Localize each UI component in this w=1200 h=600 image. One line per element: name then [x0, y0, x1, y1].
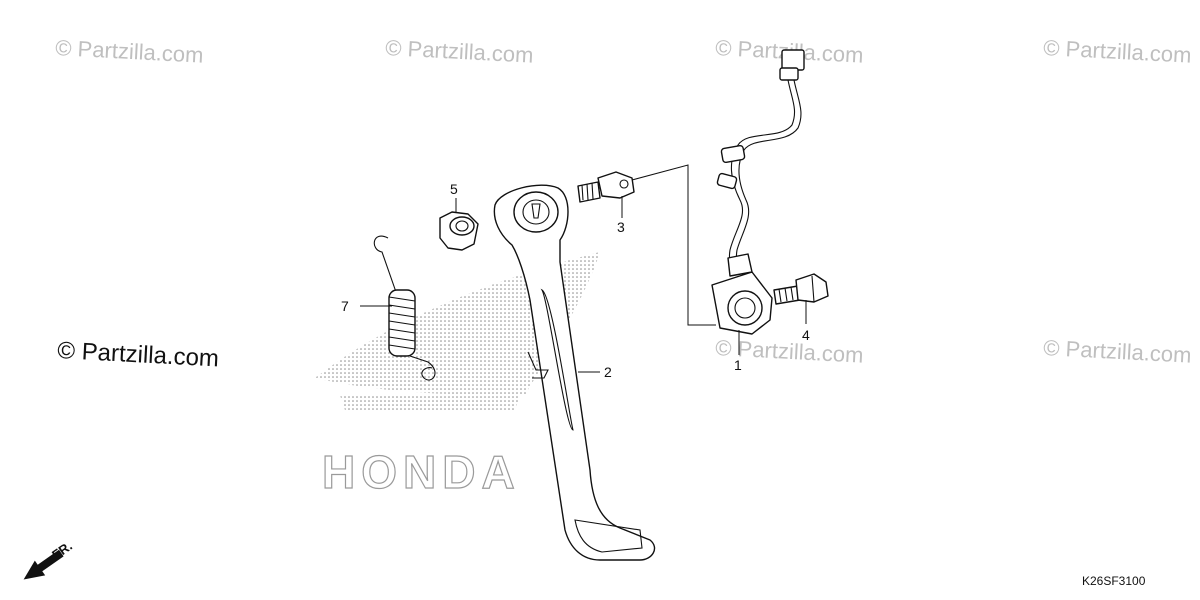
- honda-logo-text: HONDA: [322, 446, 521, 498]
- callout-3: 3: [617, 219, 625, 235]
- watermark: © Partzilla.com: [1043, 335, 1192, 368]
- part-4-bolt[interactable]: [773, 273, 829, 305]
- callout-7: 7: [341, 298, 349, 314]
- part-2-side-stand[interactable]: [493, 184, 656, 561]
- callout-5: 5: [450, 181, 458, 197]
- watermark: © Partzilla.com: [385, 35, 534, 68]
- watermark: © Partzilla.com: [55, 35, 204, 68]
- watermark: © Partzilla.com: [1043, 35, 1192, 68]
- watermark-main: © Partzilla.com: [57, 337, 220, 372]
- callout-4: 4: [802, 327, 810, 343]
- part-5-collar[interactable]: [439, 211, 479, 251]
- part-7-spring[interactable]: [373, 235, 436, 381]
- watermark-group: © Partzilla.com © Partzilla.com © Partzi…: [55, 35, 1192, 372]
- arrow-down-left-icon: [23, 549, 64, 580]
- front-direction-indicator: FR.: [23, 538, 75, 580]
- callout-2: 2: [604, 364, 612, 380]
- part-1-side-stand-switch[interactable]: [711, 49, 805, 335]
- part-3-bolt[interactable]: [577, 171, 635, 203]
- diagram-code: K26SF3100: [1082, 574, 1146, 588]
- callout-1: 1: [734, 357, 742, 373]
- leader-lines: [360, 164, 807, 373]
